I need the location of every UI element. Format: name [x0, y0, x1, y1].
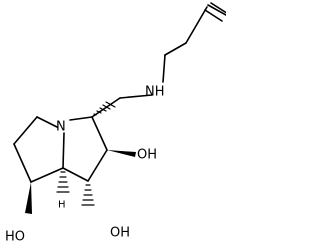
aminomethyl-linker [91, 94, 153, 118]
vinyl-to-ch-bond [185, 6, 208, 44]
n-to-c5-bond [36, 116, 58, 128]
c2-bold-wedge [107, 150, 136, 157]
c3-to-c2-bond [91, 116, 108, 151]
vinyl-double-bond-outer [210, 2, 226, 14]
c7a-hashed-wedge [56, 171, 70, 193]
stereo-bonds [25, 101, 136, 214]
c3-to-n-bond [69, 116, 93, 121]
c6-to-c7-bond [13, 143, 32, 183]
amine-nh-label: NH [145, 85, 165, 100]
c5-to-c6-bond [13, 116, 38, 145]
c1-to-c7a-bond [62, 167, 89, 182]
c1-hashed-wedge [81, 184, 95, 206]
c3-hashed-wedge [93, 101, 116, 116]
ring-nitrogen-label: N [56, 120, 66, 135]
hydroxyl-c1-label: OH [110, 226, 130, 241]
allyl-group [162, 2, 226, 83]
vinyl-double-bond-line-2 [204, 9, 223, 22]
c7-bold-wedge [25, 182, 32, 214]
pyrrolizidine-core [13, 116, 108, 183]
hydroxyl-c7-label: HO [5, 230, 25, 245]
c2-to-c1-bond [87, 149, 108, 182]
ch2-to-nh-bond [162, 54, 166, 83]
hydroxyl-c2-label: OH [137, 148, 157, 163]
atom-labels: NH N OH OH HO H [5, 85, 165, 245]
molecule-structure-diagram: NH N OH OH HO H [5, 2, 226, 245]
vinyl-double-bond-line-1 [207, 4, 226, 16]
c7-to-c7a-bond [30, 167, 64, 183]
nh-to-ch2-bond [119, 94, 153, 99]
ch2-to-c3-bond [91, 97, 121, 118]
ch-to-ch2-bond [164, 42, 187, 56]
bridgehead-h-label: H [58, 200, 66, 211]
c7a-to-n-bond [62, 132, 65, 169]
